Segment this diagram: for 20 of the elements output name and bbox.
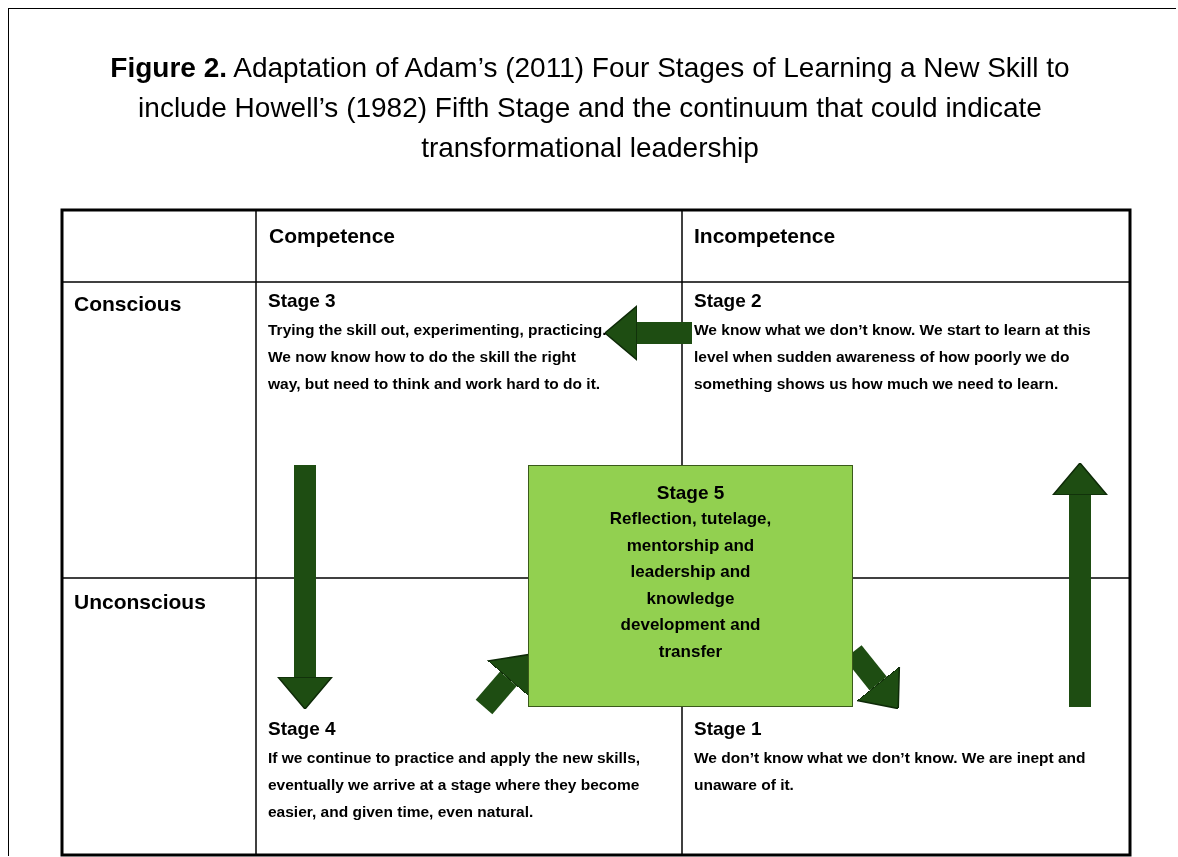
block-arrow	[1052, 462, 1108, 707]
stage-heading: Stage 2	[694, 290, 763, 312]
stage-box	[528, 465, 853, 707]
stage-description: We know what we don’t know. We start to learn at this level when sudden awareness of how poorly we do something shows us how much we need to learn.	[694, 320, 1092, 394]
block-arrow	[604, 305, 692, 361]
row-header: Conscious	[74, 292, 182, 316]
column-header: Incompetence	[694, 224, 836, 248]
stage-description: Trying the skill out, experimenting, practicing. We now know how to do the skill the right way, but need to think and work hard to do it.	[268, 320, 608, 394]
row-header: Unconscious	[74, 590, 206, 614]
figure-title: Figure 2. Adaptation of Adam’s (2011) Four Stages of Learning a New Skill to include Howell’s (1982) Fifth Stage and the continuum that could indicate transformational leadership	[109, 51, 1071, 165]
stage-heading: Stage 1	[694, 718, 763, 740]
stage-description: We don’t know what we don’t know. We are inept and unaware of it.	[694, 748, 1087, 795]
block-arrow	[277, 465, 333, 710]
stage-description: If we continue to practice and apply the new skills, eventually we arrive at a stage where they become easier, and given time, even natural.	[268, 748, 642, 822]
stage-heading: Stage 5	[655, 482, 726, 504]
stage-heading: Stage 3	[268, 290, 337, 312]
column-header: Competence	[269, 224, 396, 248]
stage-description: Reflection, tutelage, mentorship and leadership and knowledge development and transfer	[608, 508, 773, 663]
stage-heading: Stage 4	[268, 718, 337, 740]
block-arrow	[475, 653, 531, 715]
